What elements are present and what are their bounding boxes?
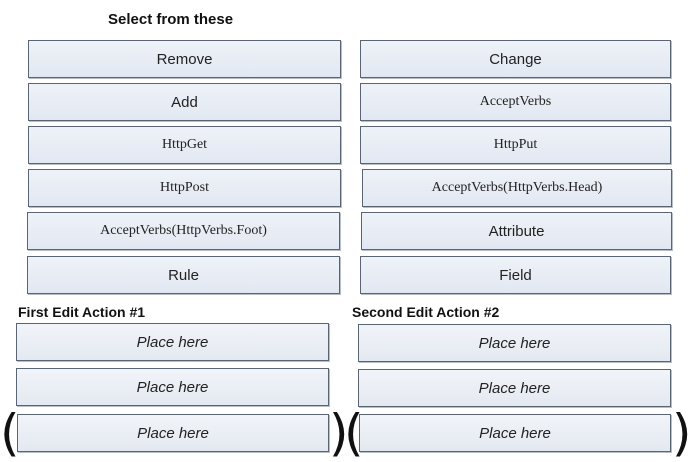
second-action-slot-3[interactable]: Place here [359,414,671,452]
choice-add[interactable]: Add [28,83,341,121]
choice-rule[interactable]: Rule [27,256,340,294]
close-paren-first: ) [329,404,349,462]
choice-httpget[interactable]: HttpGet [28,126,341,164]
first-action-label: First Edit Action #1 [18,304,146,320]
open-paren-second: ( [344,404,364,462]
first-action-slot-2[interactable]: Place here [16,368,329,406]
choice-httpput[interactable]: HttpPut [360,126,671,164]
choice-acceptverbs-head[interactable]: AcceptVerbs(HttpVerbs.Head) [362,169,672,207]
choice-remove[interactable]: Remove [28,40,341,78]
choice-field[interactable]: Field [360,256,671,294]
second-action-slot-2[interactable]: Place here [358,369,671,407]
choice-acceptverbs[interactable]: AcceptVerbs [360,83,671,121]
second-action-label: Second Edit Action #2 [352,304,500,320]
choice-change[interactable]: Change [360,40,671,78]
first-action-slot-1[interactable]: Place here [16,323,329,361]
select-title: Select from these [108,11,234,28]
second-action-slot-1[interactable]: Place here [358,324,671,362]
open-paren-first: ( [0,404,20,462]
choice-httppost[interactable]: HttpPost [28,169,341,207]
choice-attribute[interactable]: Attribute [361,212,672,250]
choice-acceptverbs-foot[interactable]: AcceptVerbs(HttpVerbs.Foot) [27,212,340,250]
close-paren-second: ) [672,408,688,458]
first-action-slot-3[interactable]: Place here [17,414,329,452]
